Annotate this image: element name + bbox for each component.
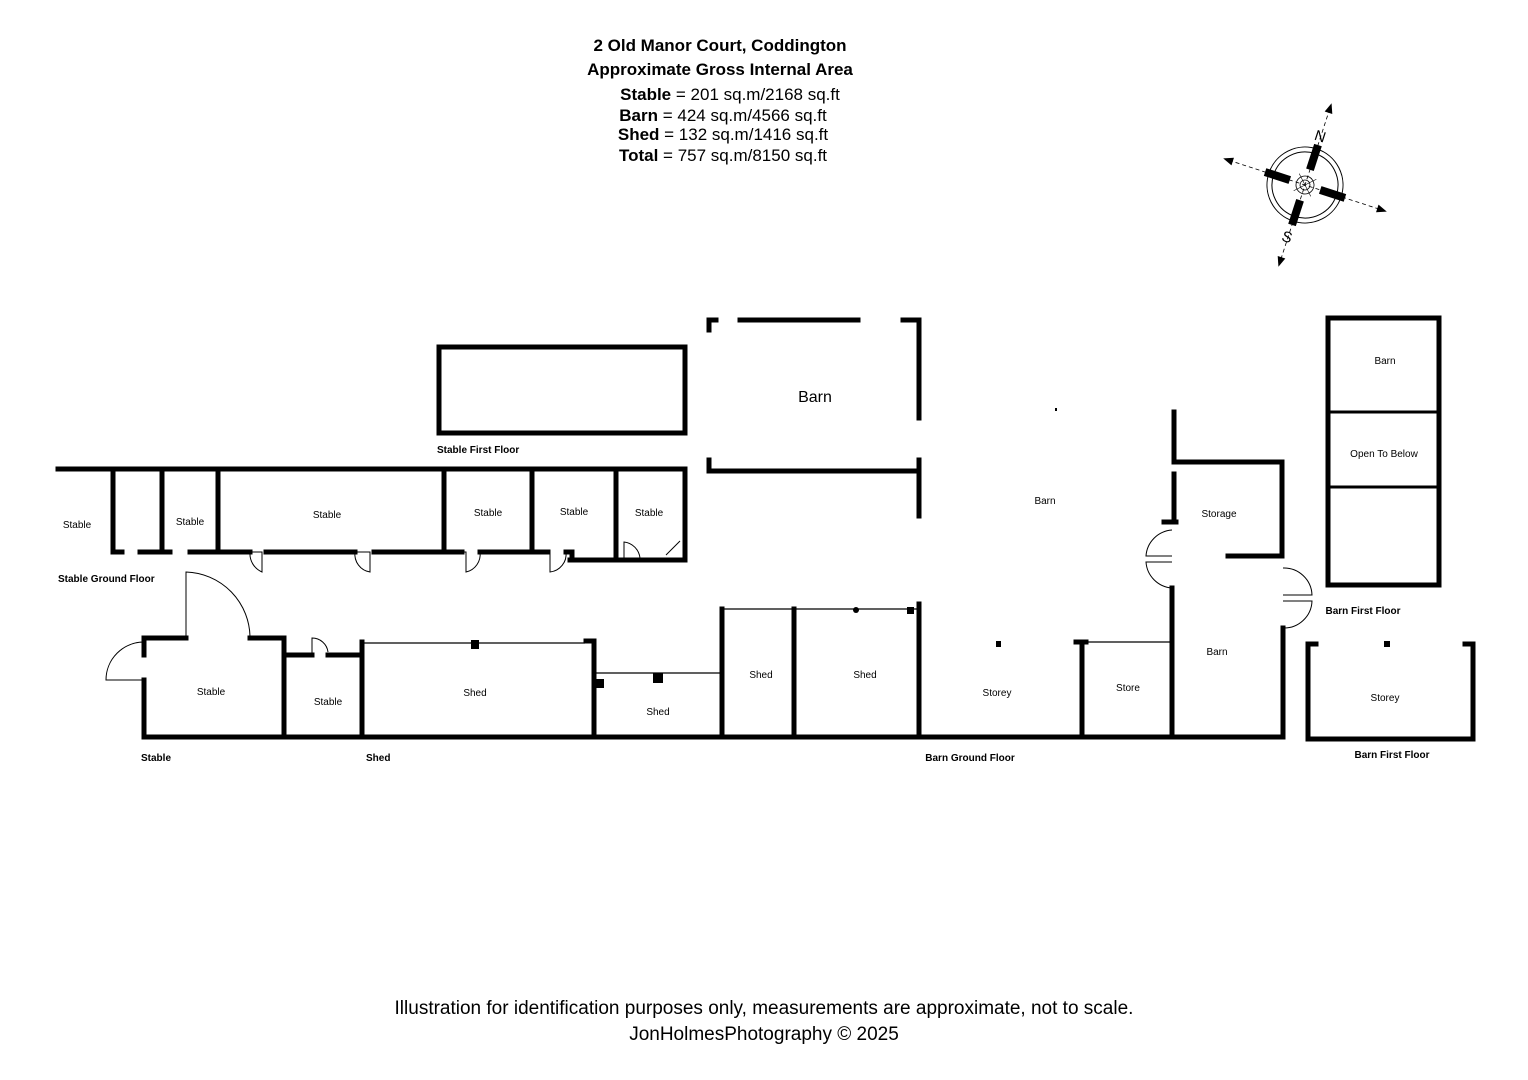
label-barn-first-floor-a: Barn First Floor (1325, 606, 1400, 617)
compass-south-label: S (1280, 228, 1295, 247)
barn-first-floor-top-walls (1325, 315, 1442, 588)
room-stable-d: Stable (176, 517, 205, 528)
label-shed: Shed (366, 753, 390, 764)
stable-first-floor-outline (436, 344, 688, 436)
label-stable: Stable (141, 753, 171, 764)
area-barn: Barn = 424 sq.m/4566 sq.ft (423, 106, 1023, 126)
room-barn-open: Barn (1034, 496, 1055, 507)
room-shed-a: Shed (853, 670, 876, 681)
area-shed: Shed = 132 sq.m/1416 sq.ft (423, 125, 1023, 145)
room-shed-c: Shed (646, 707, 669, 718)
room-stable-b: Stable (197, 687, 226, 698)
area-shed-value: = 132 sq.m/1416 sq.ft (659, 125, 829, 144)
stable-ground-floor-walls (55, 466, 688, 573)
area-barn-name: Barn (619, 106, 659, 125)
room-barn-upper: Barn (798, 389, 832, 406)
area-total-value: = 757 sq.m/8150 sq.ft (658, 146, 828, 165)
plan-subtitle: Approximate Gross Internal Area (587, 60, 853, 79)
compass-rose: N S (1223, 103, 1387, 267)
room-storey-ground: Storey (983, 688, 1012, 699)
room-barn-right: Barn (1206, 647, 1227, 658)
room-stable-e: Stable (313, 510, 342, 521)
plan-title: 2 Old Manor Court, Coddington (593, 36, 847, 55)
room-stable-a: Stable (314, 697, 343, 708)
barn-upper-walls (706, 317, 922, 519)
area-barn-value: = 424 sq.m/4566 sq.ft (658, 106, 827, 125)
room-storage: Storage (1201, 509, 1236, 520)
label-barn-first-floor-b: Barn First Floor (1354, 750, 1429, 761)
room-stable-h: Stable (635, 508, 664, 519)
area-stable-name: Stable (620, 85, 672, 104)
room-shed-d: Shed (463, 688, 486, 699)
room-stable-f: Stable (474, 508, 503, 519)
room-barn-ff-top: Barn (1374, 356, 1395, 367)
area-stable: Stable = 201 sq.m/2168 sq.ft (430, 85, 1030, 105)
area-total-name: Total (618, 146, 659, 165)
room-open-to-below: Open To Below (1350, 449, 1418, 460)
room-shed-b: Shed (749, 670, 772, 681)
area-total: Total = 757 sq.m/8150 sq.ft (423, 146, 1023, 166)
label-stable-ground-floor: Stable Ground Floor (58, 574, 155, 585)
room-stable-g: Stable (560, 507, 589, 518)
area-shed-name: Shed (617, 125, 660, 144)
compass-north-label: N (1312, 127, 1328, 147)
credit-text: JonHolmesPhotography © 2025 (629, 1024, 899, 1045)
area-stable-value: = 201 sq.m/2168 sq.ft (671, 85, 840, 104)
label-stable-first-floor: Stable First Floor (437, 445, 519, 456)
barn-first-floor-bottom-walls (1305, 641, 1476, 742)
lower-row-walls (105, 408, 1313, 740)
room-stable-c: Stable (63, 520, 92, 531)
room-storey-ff: Storey (1371, 693, 1400, 704)
disclaimer-text: Illustration for identification purposes… (394, 998, 1134, 1019)
label-barn-ground-floor: Barn Ground Floor (925, 753, 1015, 764)
room-store: Store (1116, 683, 1140, 694)
